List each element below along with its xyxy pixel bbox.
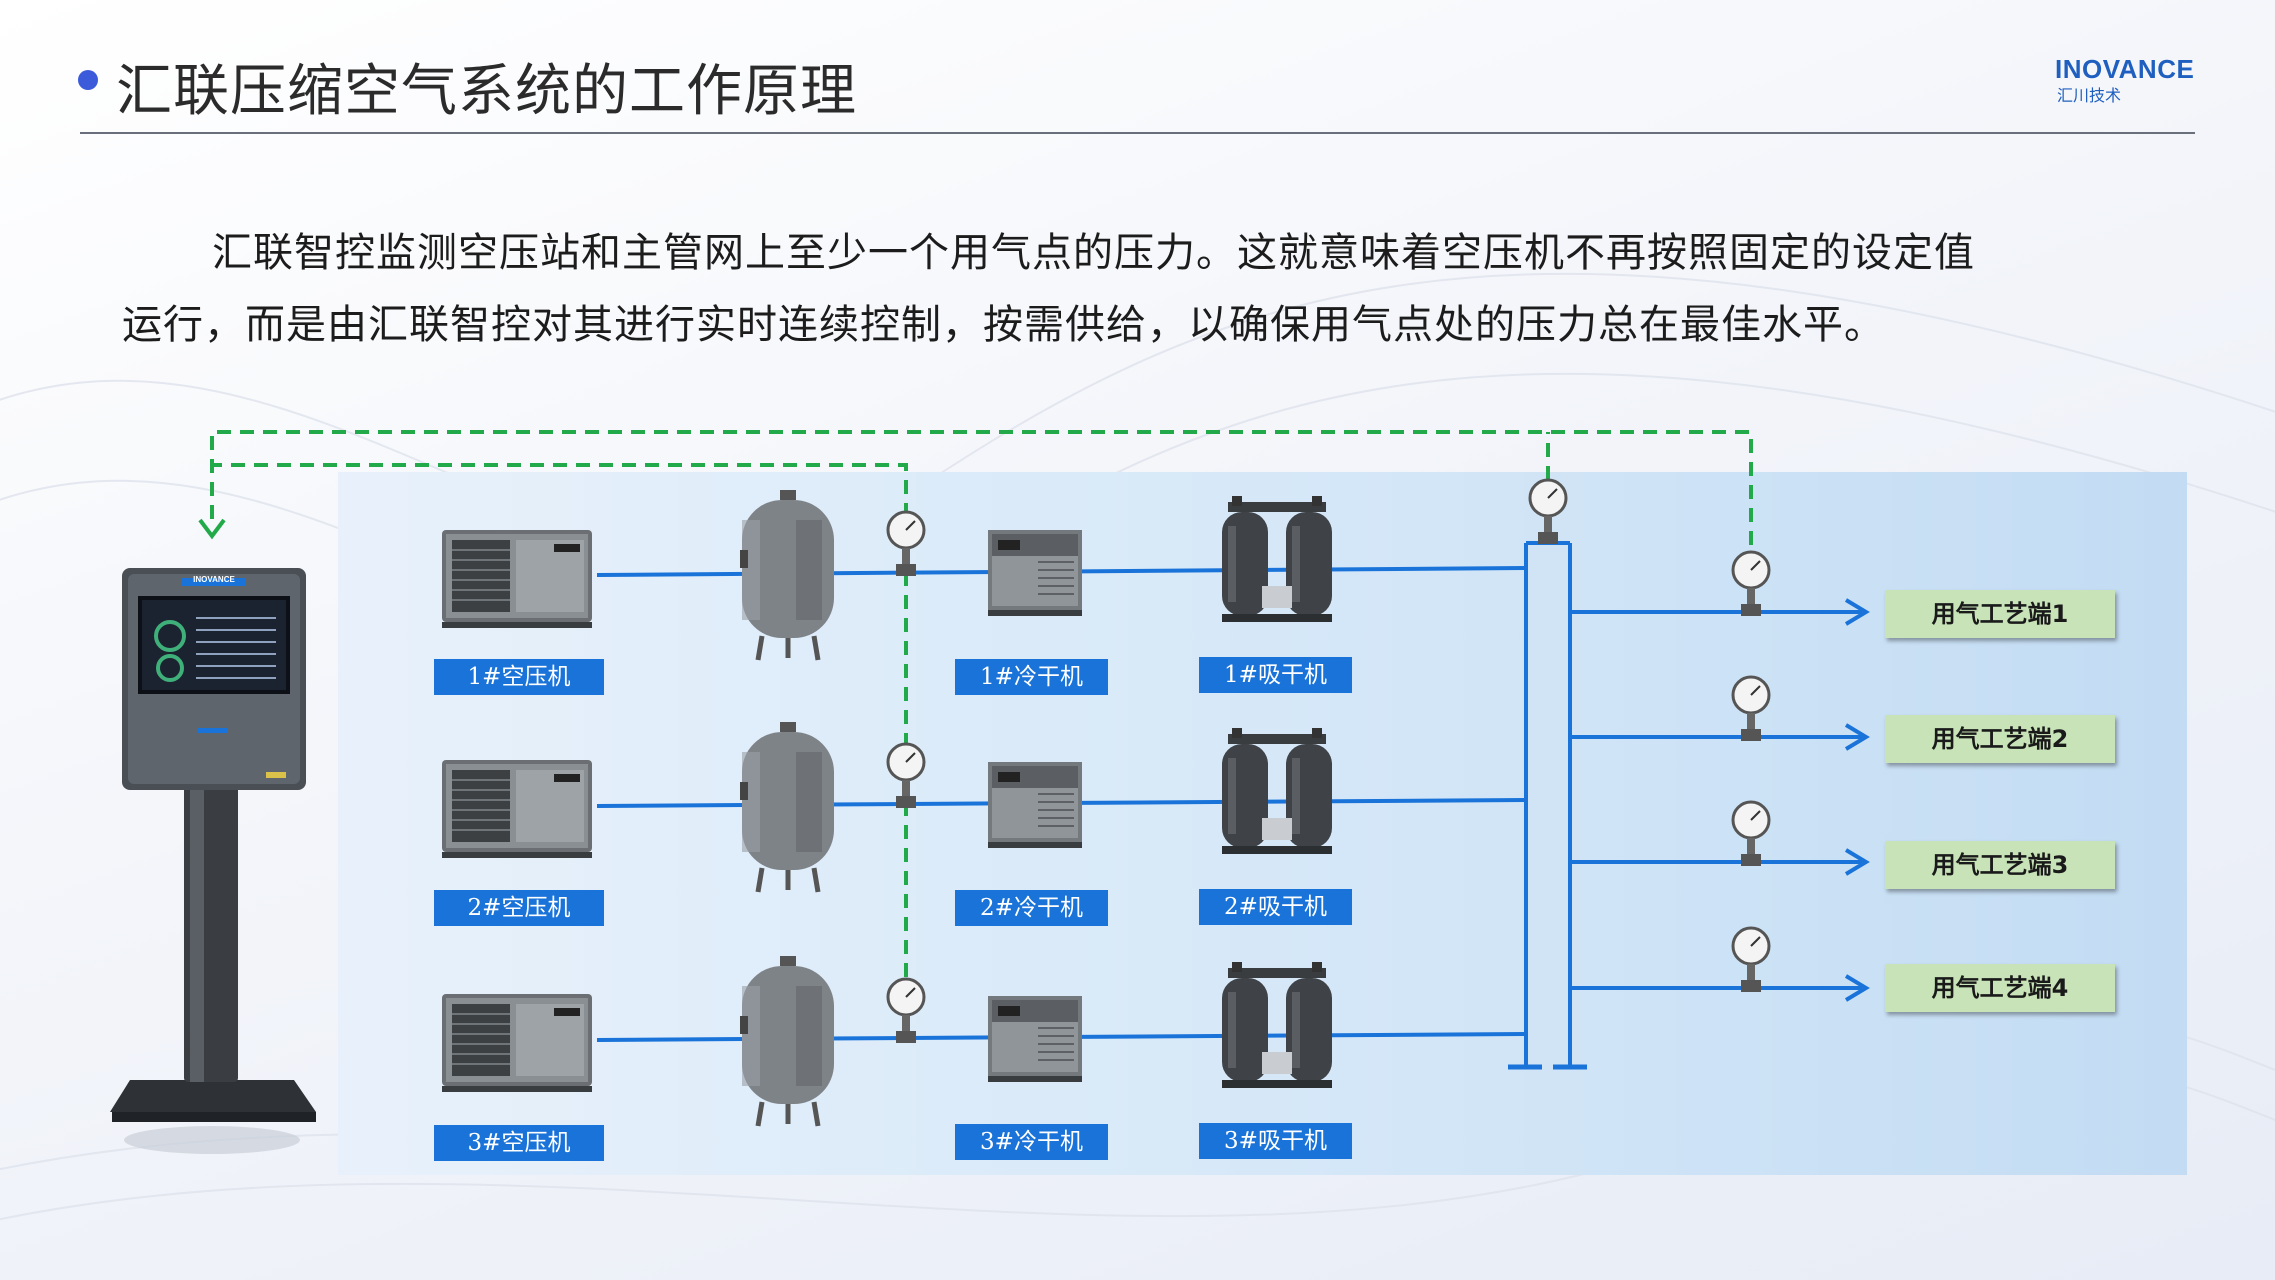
signal-line-main [210,430,1753,568]
controller-brand: INOVANCE [193,575,235,584]
label-compressor-3: 3#空压机 [434,1125,604,1161]
label-dryer-1: 1#冷干机 [955,659,1108,695]
adsorption-dryer-icon-2 [1222,728,1332,854]
label-dryer-2: 2#冷干机 [955,890,1108,926]
label-adsorber-2: 2#吸干机 [1199,889,1352,925]
pressure-gauge-icon-outlet1 [1731,550,1771,618]
label-compressor-2: 2#空压机 [434,890,604,926]
compressor-icon-2 [441,759,593,859]
signal-line-gauges-left [212,463,908,1000]
label-adsorber-1: 1#吸干机 [1199,657,1352,693]
pressure-gauge-icon-outlet4 [1731,926,1771,994]
label-adsorber-3: 3#吸干机 [1199,1123,1352,1159]
pressure-gauge-icon-outlet3 [1731,800,1771,868]
description-line-2: 运行，而是由汇联智控对其进行实时连续控制，按需供给，以确保用气点处的压力总在最佳… [122,302,1885,348]
air-tank-icon-1 [740,490,834,660]
title-divider [80,132,2195,134]
pressure-gauge-icon-row3 [886,977,926,1045]
endpoint-1: 用气工艺端1 [1885,590,2115,638]
air-tank-icon-3 [740,956,834,1126]
refrigerated-dryer-icon-3 [987,995,1083,1083]
compressor-icon-3 [441,993,593,1093]
adsorption-dryer-icon-3 [1222,962,1332,1088]
pressure-gauge-icon-row2 [886,742,926,810]
brand-subtitle: 汇川技术 [2057,86,2122,105]
brand-logo: INOVANCE [2055,54,2195,84]
pressure-gauge-icon-outlet2 [1731,675,1771,743]
controller-kiosk-icon [110,568,316,1154]
label-dryer-3: 3#冷干机 [955,1124,1108,1160]
description-line-1: 汇联智控监测空压站和主管网上至少一个用气点的压力。这就意味着空压机不再按照固定的… [212,230,1975,276]
signal-arrow-icon [198,518,226,540]
endpoint-2: 用气工艺端2 [1885,715,2115,763]
refrigerated-dryer-icon-1 [987,529,1083,617]
pressure-gauge-icon-row1 [886,510,926,578]
pressure-gauge-icon-header [1528,478,1568,546]
air-tank-icon-2 [740,722,834,892]
label-compressor-1: 1#空压机 [434,659,604,695]
adsorption-dryer-icon-1 [1222,496,1332,622]
page-title: 汇联压缩空气系统的工作原理 [116,59,857,124]
compressor-icon-1 [441,529,593,629]
endpoint-3: 用气工艺端3 [1885,841,2115,889]
refrigerated-dryer-icon-2 [987,761,1083,849]
endpoint-4: 用气工艺端4 [1885,964,2115,1012]
title-bullet [78,70,98,90]
